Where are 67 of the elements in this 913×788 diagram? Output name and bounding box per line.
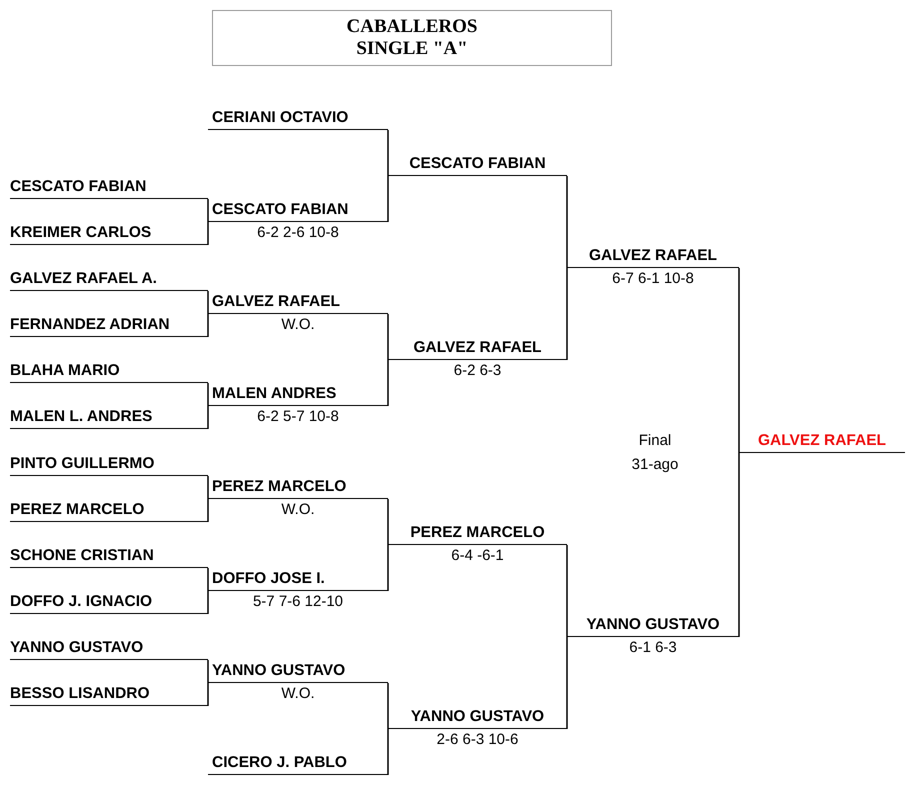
bracket-line — [566, 268, 568, 360]
bracket-line — [738, 268, 740, 453]
bracket-line — [387, 130, 389, 176]
bracket-line — [387, 545, 389, 591]
player-name: YANNO GUSTAVO — [10, 638, 208, 660]
bracket-line — [207, 591, 209, 614]
player-name: GALVEZ RAFAEL — [739, 431, 905, 453]
match-score: 5-7 7-6 12-10 — [252, 592, 344, 612]
match-score: 6-7 6-1 10-8 — [611, 269, 695, 289]
bracket-line — [207, 499, 209, 522]
match-score: 6-4 -6-1 — [450, 546, 505, 566]
player-name: CESCATO FABIAN — [388, 154, 567, 176]
round-note: Final — [638, 431, 672, 451]
player-name: GALVEZ RAFAEL A. — [10, 269, 208, 291]
bracket-line — [207, 660, 209, 683]
bracket-line — [207, 476, 209, 499]
bracket-line — [207, 314, 209, 337]
bracket-line — [207, 222, 209, 245]
match-score: W.O. — [280, 684, 316, 704]
match-score: 2-6 6-3 10-6 — [436, 730, 520, 750]
player-name: SCHONE CRISTIAN — [10, 546, 208, 568]
player-name: DOFFO JOSE I. — [208, 569, 388, 591]
player-name: CICERO J. PABLO — [208, 753, 388, 775]
bracket-line — [207, 406, 209, 429]
match-score: 6-1 6-3 — [628, 638, 678, 658]
bracket-line — [207, 383, 209, 406]
player-name: CESCATO FABIAN — [208, 200, 388, 222]
match-score: 6-2 6-3 — [452, 361, 502, 381]
bracket-line — [207, 568, 209, 591]
player-name: BESSO LISANDRO — [10, 684, 208, 706]
player-name: YANNO GUSTAVO — [388, 707, 567, 729]
match-score: W.O. — [280, 500, 316, 520]
player-name: GALVEZ RAFAEL — [567, 246, 739, 268]
match-score: W.O. — [280, 315, 316, 335]
player-name: PEREZ MARCELO — [388, 523, 567, 545]
player-name: KREIMER CARLOS — [10, 223, 208, 245]
player-name: PEREZ MARCELO — [208, 477, 388, 499]
bracket-line — [738, 453, 740, 637]
player-name: YANNO GUSTAVO — [208, 661, 388, 683]
match-score: 6-2 2-6 10-8 — [256, 223, 340, 243]
player-name: PEREZ MARCELO — [10, 500, 208, 522]
player-name: DOFFO J. IGNACIO — [10, 592, 208, 614]
title: CABALLEROS SINGLE "A" — [346, 16, 478, 60]
bracket-line — [566, 545, 568, 637]
bracket-line — [387, 360, 389, 406]
player-name: MALEN L. ANDRES — [10, 407, 208, 429]
bracket-line — [387, 683, 389, 729]
bracket-line — [566, 176, 568, 268]
player-name: YANNO GUSTAVO — [567, 615, 739, 637]
bracket-line — [387, 176, 389, 222]
bracket-line — [207, 683, 209, 706]
player-name: PINTO GUILLERMO — [10, 454, 208, 476]
bracket-line — [387, 314, 389, 360]
player-name: FERNANDEZ ADRIAN — [10, 315, 208, 337]
bracket-line — [387, 729, 389, 775]
player-name: MALEN ANDRES — [208, 384, 388, 406]
player-name: GALVEZ RAFAEL — [208, 292, 388, 314]
player-name: GALVEZ RAFAEL — [388, 338, 567, 360]
bracket-line — [387, 499, 389, 545]
round-note: 31-ago — [630, 455, 680, 475]
bracket-line — [566, 637, 568, 729]
player-name: BLAHA MARIO — [10, 361, 208, 383]
player-name: CESCATO FABIAN — [10, 177, 208, 199]
bracket-line — [207, 291, 209, 314]
player-name: CERIANI OCTAVIO — [208, 108, 388, 130]
bracket-line — [207, 199, 209, 222]
match-score: 6-2 5-7 10-8 — [256, 407, 340, 427]
